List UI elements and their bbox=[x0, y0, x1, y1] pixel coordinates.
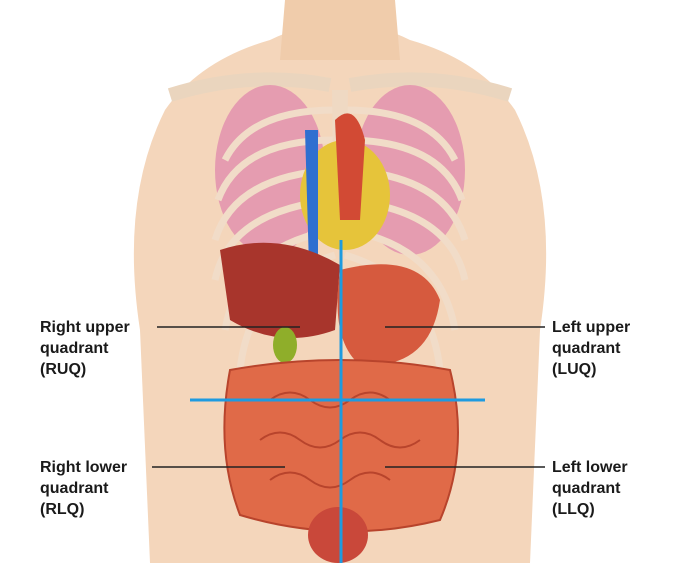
label-line: (LUQ) bbox=[552, 361, 597, 378]
label-left-lower-quadrant: Left lower quadrant (LLQ) bbox=[552, 457, 628, 520]
label-line: quadrant bbox=[40, 480, 109, 497]
label-line: quadrant bbox=[552, 480, 621, 497]
label-line: quadrant bbox=[552, 340, 621, 357]
label-line: Right upper bbox=[40, 319, 130, 336]
label-line: quadrant bbox=[40, 340, 109, 357]
label-right-lower-quadrant: Right lower quadrant (RLQ) bbox=[40, 457, 127, 520]
label-line: Left upper bbox=[552, 319, 631, 336]
right-lung bbox=[215, 85, 325, 255]
label-left-upper-quadrant: Left upper quadrant (LUQ) bbox=[552, 317, 630, 380]
label-line: (RUQ) bbox=[40, 361, 87, 378]
label-line: Left lower bbox=[552, 459, 628, 476]
liver bbox=[220, 242, 340, 338]
label-line: Right lower bbox=[40, 459, 128, 476]
label-right-upper-quadrant: Right upper quadrant (RUQ) bbox=[40, 317, 130, 380]
neck bbox=[280, 0, 400, 60]
label-line: (LLQ) bbox=[552, 501, 595, 518]
label-line: (RLQ) bbox=[40, 501, 85, 518]
shoulder-bones bbox=[167, 72, 513, 102]
gallbladder bbox=[273, 327, 297, 363]
stomach bbox=[337, 264, 440, 366]
bladder bbox=[308, 507, 368, 563]
aorta bbox=[335, 113, 365, 220]
leader-lines bbox=[152, 326, 545, 468]
